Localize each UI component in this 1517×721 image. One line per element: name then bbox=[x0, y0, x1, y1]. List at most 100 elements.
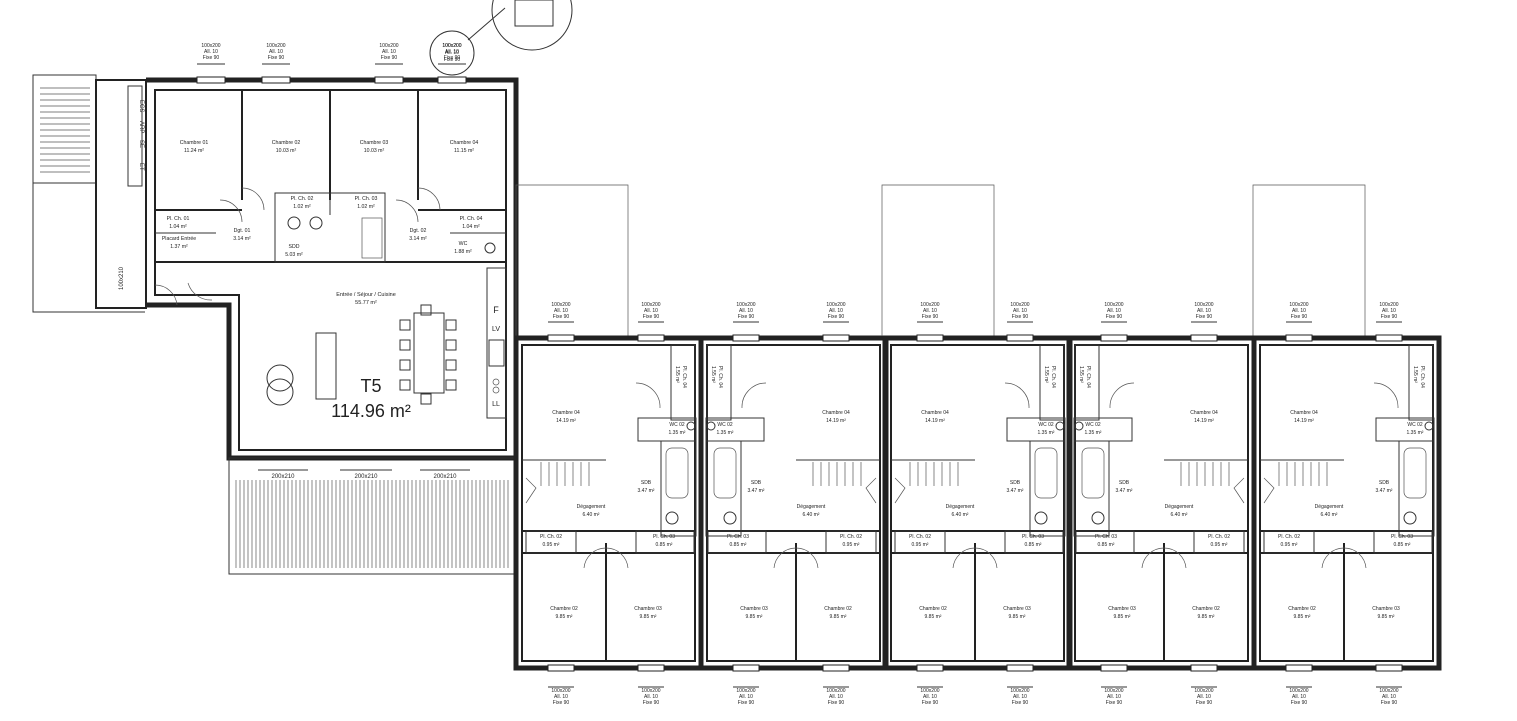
room-area: 9.85 m² bbox=[556, 614, 573, 620]
window-spec-label: All. 10 bbox=[382, 49, 396, 55]
room-area: 14.19 m² bbox=[1294, 418, 1314, 424]
window-spec-label: All. 10 bbox=[1382, 694, 1396, 700]
room-area: 1.35 m² bbox=[1407, 430, 1424, 436]
window-spec-label: All. 10 bbox=[644, 694, 658, 700]
window-spec-label: All. 10 bbox=[1107, 308, 1121, 314]
room-area: 6.40 m² bbox=[952, 512, 969, 518]
room-name: Pl. Ch. 02 bbox=[291, 196, 314, 202]
closet-area: 1.55 m² bbox=[674, 366, 680, 383]
closet-area: 1.55 m² bbox=[710, 366, 716, 383]
window-spec-label: 100x200 bbox=[920, 688, 939, 694]
room-name: WC bbox=[459, 241, 468, 247]
room-area: 55.77 m² bbox=[355, 300, 377, 306]
callout-size: 100x200 bbox=[442, 43, 461, 49]
room-area: 9.85 m² bbox=[1198, 614, 1215, 620]
window-spec-label: Fixe 90 bbox=[1381, 700, 1398, 706]
room-name: WC 02 bbox=[1407, 422, 1423, 428]
room-name: Chambre 04 bbox=[1290, 410, 1318, 416]
window-spec-label: 100x200 bbox=[1010, 302, 1029, 308]
closet-area: 1.55 m² bbox=[1412, 366, 1418, 383]
window-spec-label: 100x200 bbox=[1194, 688, 1213, 694]
kitchen-counter bbox=[486, 267, 507, 419]
window-spec-label: Fixe 90 bbox=[738, 314, 755, 320]
room-area: 14.19 m² bbox=[925, 418, 945, 424]
balcony-window-label: 200x210 bbox=[271, 474, 295, 480]
window-spec-label: 100x200 bbox=[379, 43, 398, 49]
room-name: WC 02 bbox=[1085, 422, 1101, 428]
room-area: 1.88 m² bbox=[454, 249, 472, 255]
chair bbox=[399, 359, 411, 371]
room-name: Chambre 04 bbox=[450, 140, 479, 146]
washer-label: LL bbox=[492, 401, 500, 408]
window-spec-label: 100x200 bbox=[826, 688, 845, 694]
room-area: 9.85 m² bbox=[640, 614, 657, 620]
room-area: 3.47 m² bbox=[1376, 488, 1393, 494]
window-spec-label: Fixe 90 bbox=[444, 55, 461, 61]
room-name: Pl. Ch. 04 bbox=[460, 216, 483, 222]
room-name: WC 02 bbox=[1038, 422, 1054, 428]
room-name: Pl. Ch. 03 bbox=[1022, 534, 1044, 540]
window-spec-label: Fixe 90 bbox=[1196, 314, 1213, 320]
window-spec-label: All. 10 bbox=[739, 694, 753, 700]
room-name: WC 02 bbox=[717, 422, 733, 428]
room-area: 14.19 m² bbox=[556, 418, 576, 424]
closet-label: ECS bbox=[138, 100, 144, 112]
window-spec-label: All. 10 bbox=[829, 308, 843, 314]
room-area: 0.95 m² bbox=[912, 542, 929, 548]
window-spec-label: 100x200 bbox=[1379, 688, 1398, 694]
balcony-window-label: 200x210 bbox=[433, 474, 457, 480]
window-spec-label: Fixe 90 bbox=[828, 700, 845, 706]
room-name: Pl. Ch. 03 bbox=[1391, 534, 1413, 540]
room-name: SDB bbox=[1379, 480, 1390, 486]
window-spec-label: Fixe 90 bbox=[381, 55, 398, 61]
room-area: 1.37 m² bbox=[170, 244, 188, 250]
window-spec-label: Fixe 90 bbox=[1106, 314, 1123, 320]
window-spec-label: All. 10 bbox=[923, 694, 937, 700]
room-name: Chambre 04 bbox=[552, 410, 580, 416]
closet-label: SE bbox=[138, 140, 144, 148]
window-spec-label: All. 10 bbox=[644, 308, 658, 314]
fridge-label: F bbox=[493, 305, 499, 315]
window-spec-label: All. 10 bbox=[1013, 308, 1027, 314]
window-spec-label: 100x200 bbox=[641, 688, 660, 694]
window-spec-label: Fixe 90 bbox=[1291, 314, 1308, 320]
closet-area: 1.55 m² bbox=[1078, 366, 1084, 383]
room-area: 0.95 m² bbox=[543, 542, 560, 548]
room-area: 14.19 m² bbox=[826, 418, 846, 424]
room-name: Pl. Ch. 03 bbox=[653, 534, 675, 540]
window-spec-label: All. 10 bbox=[554, 308, 568, 314]
window-spec-label: 100x200 bbox=[641, 302, 660, 308]
room-name: SDB bbox=[751, 480, 762, 486]
chair bbox=[445, 379, 457, 391]
room-name: SDD bbox=[289, 244, 300, 250]
technical-closet bbox=[127, 85, 143, 187]
window-spec-label: Fixe 90 bbox=[643, 700, 660, 706]
window-spec-label: Fixe 90 bbox=[1381, 314, 1398, 320]
room-name: Pl. Ch. 02 bbox=[1278, 534, 1300, 540]
room-area: 5.03 m² bbox=[285, 252, 303, 258]
room-area: 6.40 m² bbox=[583, 512, 600, 518]
window-spec-label: 100x200 bbox=[1379, 302, 1398, 308]
callout-fixe: Fixe 90 bbox=[444, 57, 461, 63]
room-area: 0.85 m² bbox=[1025, 542, 1042, 548]
room-name: Dgt. 02 bbox=[410, 228, 427, 234]
room-area: 1.02 m² bbox=[293, 204, 311, 210]
room-area: 3.14 m² bbox=[233, 236, 251, 242]
window-spec-label: Fixe 90 bbox=[643, 314, 660, 320]
room-name: Pl. Ch. 03 bbox=[1095, 534, 1117, 540]
window-spec-label: 100x200 bbox=[736, 302, 755, 308]
room-name: Pl. Ch. 01 bbox=[167, 216, 190, 222]
room-name: Chambre 03 bbox=[1108, 606, 1136, 612]
window-spec-label: Fixe 90 bbox=[1291, 700, 1308, 706]
window-spec-label: 100x200 bbox=[826, 302, 845, 308]
window-spec-label: Fixe 90 bbox=[738, 700, 755, 706]
closet-label: Pl. Ch. 04 bbox=[681, 366, 687, 388]
room-name: Entrée / Séjour / Cuisine bbox=[336, 292, 396, 298]
room-area: 0.95 m² bbox=[1281, 542, 1298, 548]
chair bbox=[420, 393, 432, 405]
room-name: Dégagement bbox=[577, 504, 606, 510]
